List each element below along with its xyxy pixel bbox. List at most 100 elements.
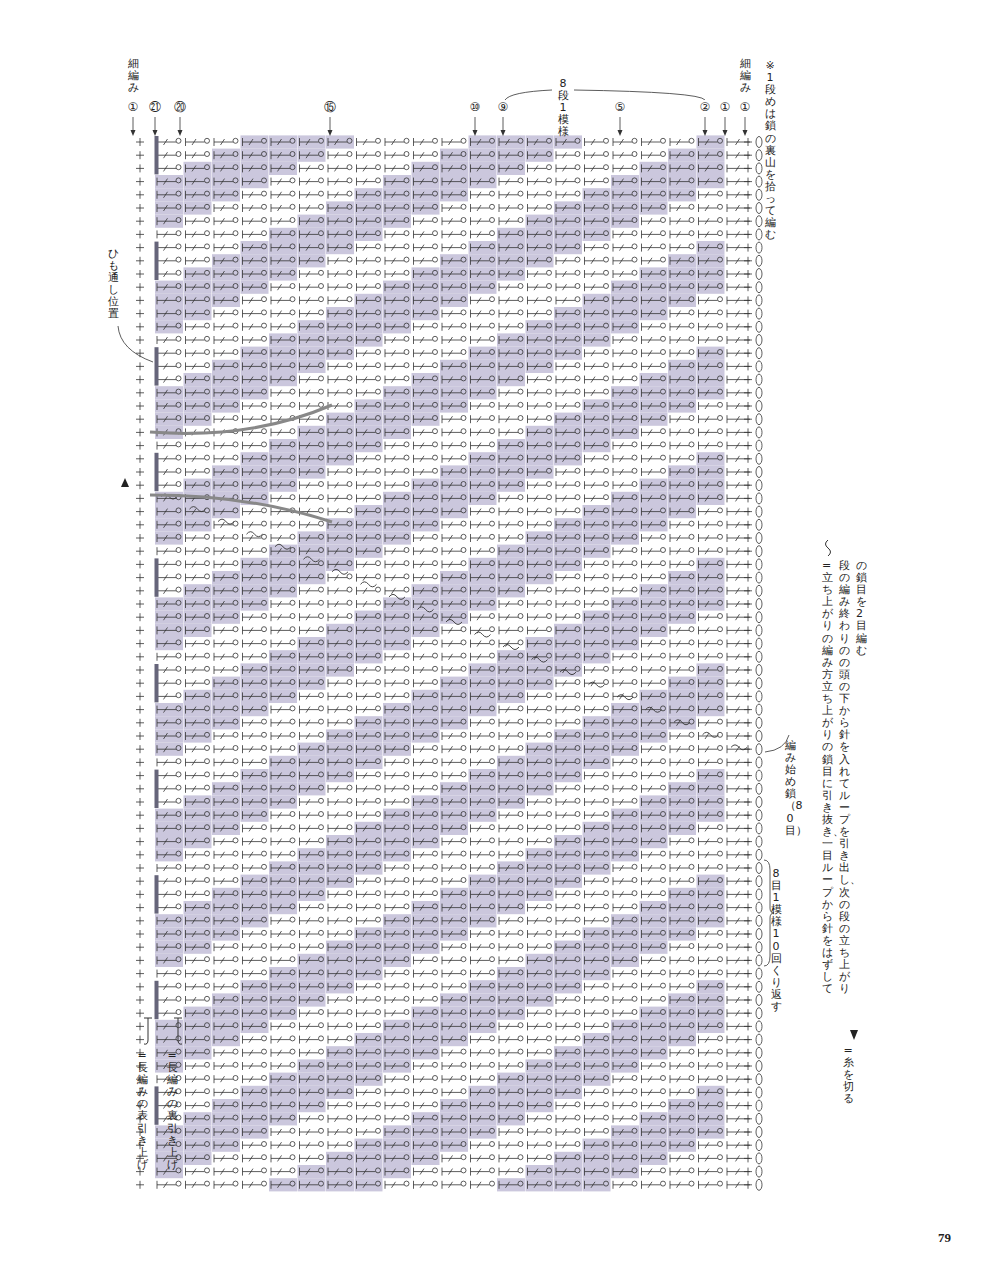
post-hook (632, 138, 637, 143)
post-hook (575, 719, 580, 724)
post-hook (547, 1010, 552, 1015)
post-hook (661, 996, 666, 1001)
post-hook (661, 534, 666, 539)
post-hook (718, 746, 723, 751)
post-hook (604, 587, 609, 592)
post-hook (689, 455, 694, 460)
post-hook (547, 930, 552, 935)
post-hook (718, 1142, 723, 1147)
post-hook (632, 442, 637, 447)
post-hook (661, 548, 666, 553)
post-hook (689, 627, 694, 632)
post-hook (547, 904, 552, 909)
post-hook (547, 732, 552, 737)
post-hook (575, 600, 580, 605)
post-hook (689, 521, 694, 526)
post-hook (689, 851, 694, 856)
post-hook (661, 772, 666, 777)
shading-group (155, 135, 725, 1191)
post-hook (547, 178, 552, 183)
post-hook (632, 270, 637, 275)
post-hook (689, 416, 694, 421)
post-hook (575, 891, 580, 896)
post-hook (632, 350, 637, 355)
post-hook (718, 1036, 723, 1041)
post-hook (604, 574, 609, 579)
post-hook (718, 719, 723, 724)
post-hook (632, 165, 637, 170)
post-hook (604, 561, 609, 566)
post-hook (575, 693, 580, 698)
post-hook (575, 785, 580, 790)
post-hook (575, 270, 580, 275)
post-hook (632, 152, 637, 157)
post-hook (547, 389, 552, 394)
post-hook (575, 482, 580, 487)
post-hook (718, 521, 723, 526)
post-hook (547, 270, 552, 275)
post-hook (718, 838, 723, 843)
post-hook (689, 534, 694, 539)
post-hook (689, 970, 694, 975)
post-hook (575, 178, 580, 183)
post-hook (575, 402, 580, 407)
post-hook (547, 521, 552, 526)
post-hook (547, 600, 552, 605)
post-hook (575, 1142, 580, 1147)
post-hook (689, 640, 694, 645)
post-hook (661, 785, 666, 790)
post-hook (604, 812, 609, 817)
post-hook (604, 798, 609, 803)
post-hook (632, 1181, 637, 1186)
post-hook (547, 812, 552, 817)
post-hook (689, 864, 694, 869)
post-hook (661, 891, 666, 896)
post-hook (718, 548, 723, 553)
post-hook (661, 983, 666, 988)
post-hook (575, 587, 580, 592)
post-hook (547, 1142, 552, 1147)
post-hook (689, 548, 694, 553)
post-hook (604, 376, 609, 381)
post-hook (689, 429, 694, 434)
post-hook (604, 1102, 609, 1107)
post-hook (604, 693, 609, 698)
post-hook (689, 838, 694, 843)
post-hook (575, 508, 580, 513)
post-hook (575, 614, 580, 619)
post-hook (604, 1023, 609, 1028)
post-hook (575, 996, 580, 1001)
post-hook (575, 284, 580, 289)
post-hook (661, 1076, 666, 1081)
post-hook (604, 904, 609, 909)
post-hook (547, 376, 552, 381)
post-hook (661, 231, 666, 236)
post-hook (604, 244, 609, 249)
post-hook (604, 680, 609, 685)
post-hook (547, 1036, 552, 1041)
post-hook (661, 864, 666, 869)
post-hook (718, 1076, 723, 1081)
post-hook (575, 191, 580, 196)
post-hook (689, 138, 694, 143)
post-hook (604, 996, 609, 1001)
post-hook (718, 402, 723, 407)
post-hook (661, 455, 666, 460)
post-hook (661, 442, 666, 447)
post-hook (575, 389, 580, 394)
post-hook (661, 1168, 666, 1173)
post-hook (632, 983, 637, 988)
post-hook (689, 336, 694, 341)
post-hook (632, 772, 637, 777)
post-hook (689, 561, 694, 566)
post-hook (547, 587, 552, 592)
post-hook (718, 864, 723, 869)
post-hook (718, 759, 723, 764)
post-hook (689, 218, 694, 223)
post-hook (689, 244, 694, 249)
post-hook (547, 284, 552, 289)
post-hook (604, 178, 609, 183)
post-hook (718, 323, 723, 328)
post-hook (547, 944, 552, 949)
post-hook (661, 336, 666, 341)
